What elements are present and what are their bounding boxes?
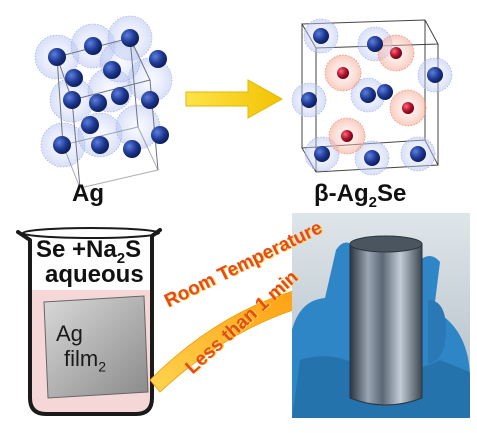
ag2se-label-suffix: Se — [376, 180, 407, 207]
ag-film-sample — [43, 295, 149, 399]
solution-label-prefix: Se +Na — [36, 236, 117, 263]
solution-label-line1: Se +Na2S — [36, 238, 141, 271]
ag-unit-cell-edges — [56, 37, 159, 189]
beaker — [16, 227, 162, 416]
solution-label-subscript: 2 — [116, 249, 126, 267]
ag-crystal-structure — [34, 15, 173, 189]
solution-label-line2: aqueous — [45, 261, 144, 288]
ag2se-se-atoms — [337, 47, 414, 142]
ag2se-label-prefix: β-Ag — [314, 180, 369, 207]
film-label-text: film — [64, 346, 99, 371]
solution-label-suffix: S — [125, 236, 142, 263]
ag2se-cylinder — [349, 237, 423, 406]
ag-label: Ag — [72, 180, 104, 207]
ag-atoms — [48, 29, 169, 158]
transformation-arrow — [185, 79, 284, 119]
ag2se-film-photo — [292, 213, 470, 418]
ag2se-crystal-structure — [291, 18, 453, 176]
beaker-outline — [16, 228, 162, 416]
film-label-subscript: 2 — [98, 358, 107, 375]
ag2se-label-subscript: 2 — [368, 193, 377, 211]
film-label-line2: film2 — [64, 346, 106, 379]
film-label-line1: Ag — [56, 321, 83, 346]
beaker-rim — [22, 227, 160, 239]
ag2se-ag-atoms — [301, 28, 443, 166]
ag2se-label: β-Ag2Se — [314, 180, 406, 211]
